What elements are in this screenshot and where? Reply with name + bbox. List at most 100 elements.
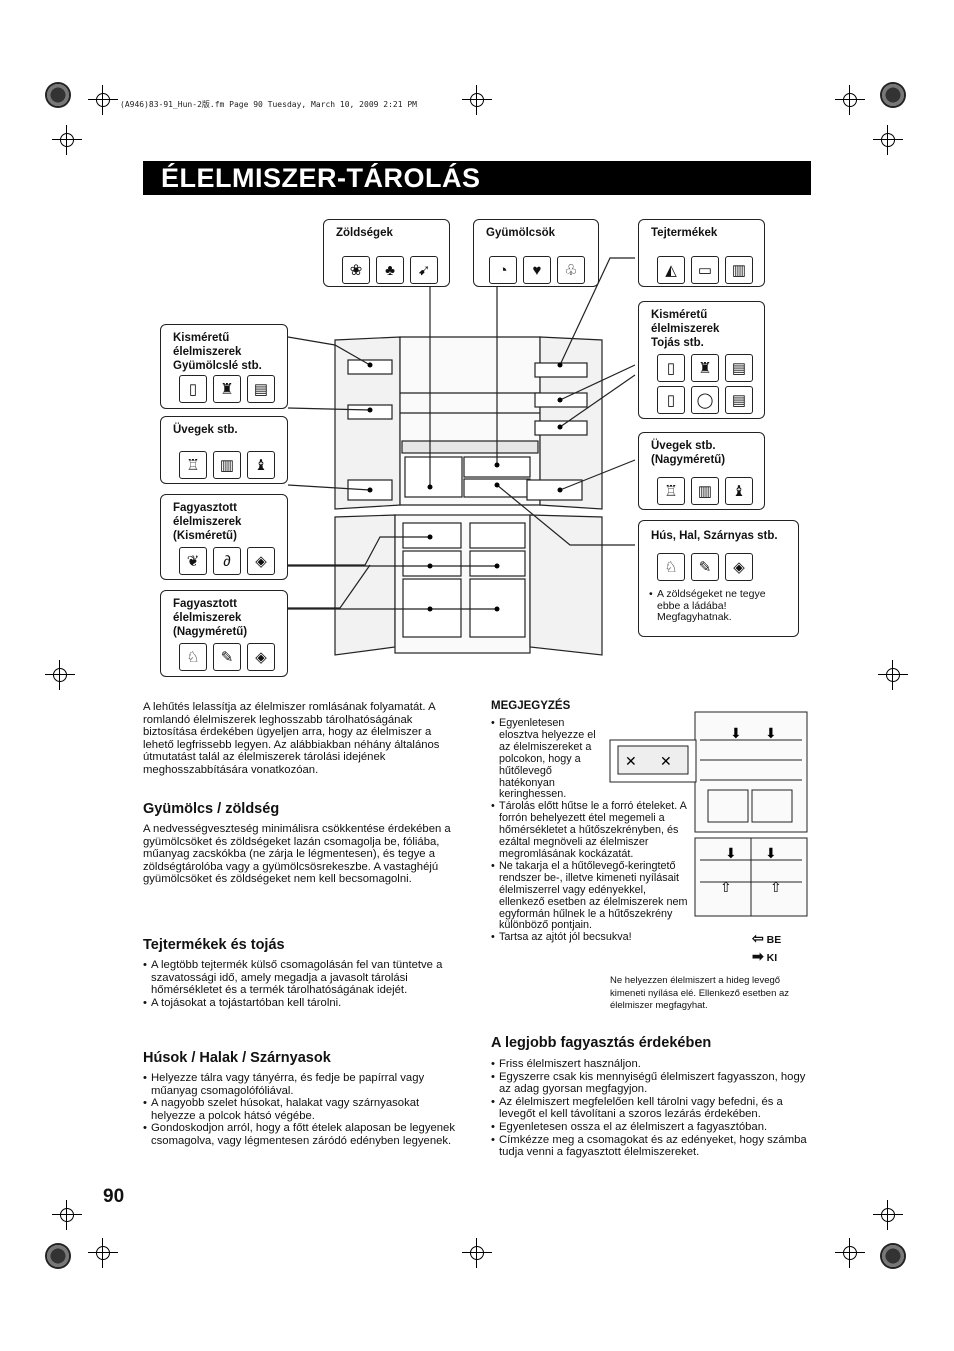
freezing-list: Friss élelmiszert használjon. Egyszerre … xyxy=(491,1058,811,1159)
meat-list: Helyezze tálra vagy tányérra, és fedje b… xyxy=(143,1072,461,1148)
jug-icon: ♖ xyxy=(179,451,207,479)
crosshair-icon xyxy=(52,1200,82,1230)
cheese-icon: ◭ xyxy=(657,256,685,284)
list-item: Egyenletesen elosztva helyezze el az éle… xyxy=(491,717,599,801)
page-title: ÉLELMISZER-TÁROLÁS xyxy=(161,163,481,193)
svg-text:⬇: ⬇ xyxy=(765,726,777,742)
list-item: A nagyobb szelet húsokat, halakat vagy s… xyxy=(143,1097,461,1122)
cherry-icon: ♧ xyxy=(557,256,585,284)
carton-icon: ▤ xyxy=(725,386,753,414)
bottle-icon: ♜ xyxy=(691,354,719,382)
note-list: Egyenletesen elosztva helyezze el az éle… xyxy=(491,717,694,944)
crosshair-icon xyxy=(873,1200,903,1230)
fish-icon: ◈ xyxy=(725,553,753,581)
svg-text:⬇: ⬇ xyxy=(730,726,742,742)
arrow-in-icon: ⇦ xyxy=(752,930,764,946)
dairy-list: A legtöbb tejtermék külső csomagolásán f… xyxy=(143,959,461,1009)
list-item: Ne takarja el a hűtőlevegő-keringtető re… xyxy=(491,860,694,932)
wine-bottle-icon: ♝ xyxy=(725,477,753,505)
arrow-out-icon: ➡ xyxy=(752,948,764,964)
label-meat: Hús, Hal, Szárnyas stb. ♘ ✎ ◈ •A zöldség… xyxy=(638,520,799,637)
registration-mark-icon xyxy=(880,82,906,108)
page-title-bar: ÉLELMISZER-TÁROLÁS xyxy=(143,161,811,195)
egg-icon: ◯ xyxy=(691,386,719,414)
crosshair-icon xyxy=(462,1238,492,1268)
svg-text:⇧: ⇧ xyxy=(770,880,782,896)
list-item: Friss élelmiszert használjon. xyxy=(491,1058,811,1071)
file-header: (A946)83-91_Hun-2版.fm Page 90 Tuesday, M… xyxy=(120,100,417,109)
can-icon: ▯ xyxy=(657,354,685,382)
orange-slice-icon: ◔ xyxy=(489,256,517,284)
crosshair-icon xyxy=(835,1238,865,1268)
crosshair-icon xyxy=(52,125,82,155)
svg-text:⬇: ⬇ xyxy=(765,846,777,862)
label-frozen-large: Fagyasztott élelmiszerek (Nagyméretű) ♘ … xyxy=(160,590,288,677)
milk-carton-icon: ▥ xyxy=(725,256,753,284)
freezing-heading: A legjobb fagyasztás érdekében xyxy=(491,1035,712,1051)
strawberry-icon: ♥ xyxy=(523,256,551,284)
airflow-caption: Ne helyezzen élelmiszert a hideg levegő … xyxy=(610,975,790,1011)
list-item: Tartsa az ajtót jól becsukva! xyxy=(491,931,694,944)
label-bottles-left: Üvegek stb. ♖ ▥ ♝ xyxy=(160,416,288,484)
registration-mark-icon xyxy=(880,1243,906,1269)
fish-icon: ◈ xyxy=(247,547,275,575)
meat-cut-icon: ✎ xyxy=(691,553,719,581)
carton-icon: ▤ xyxy=(725,354,753,382)
can-icon: ▯ xyxy=(179,375,207,403)
crosshair-icon xyxy=(835,85,865,115)
airflow-legend: ⇦ BE ➡ KI xyxy=(752,930,782,964)
list-item: A tojásokat a tojástartóban kell tárolni… xyxy=(143,997,461,1010)
carrot-icon: ➹ xyxy=(410,256,438,284)
list-item: Az élelmiszert megfelelően kell tárolni … xyxy=(491,1096,811,1121)
list-item: A legtöbb tejtermék külső csomagolásán f… xyxy=(143,959,461,997)
label-small-left: Kisméretű élelmiszerek Gyümölcslé stb. ▯… xyxy=(160,324,288,409)
milk-carton-icon: ▥ xyxy=(213,451,241,479)
broccoli-icon: ❀ xyxy=(342,256,370,284)
bottle-icon: ♜ xyxy=(213,375,241,403)
meat-cut-icon: ✎ xyxy=(213,643,241,671)
label-vegetables: Zöldségek ❀ ♣ ➹ xyxy=(323,219,450,287)
meat-note: •A zöldségeket ne tegye ebbe a ládába! M… xyxy=(649,588,766,623)
fridge-diagram xyxy=(287,257,636,656)
note-heading: MEGJEGYZÉS xyxy=(491,700,571,712)
registration-mark-icon xyxy=(45,82,71,108)
list-item: Címkézze meg a csomagokat és az edényeke… xyxy=(491,1134,811,1159)
label-frozen-small: Fagyasztott élelmiszerek (Kisméretű) ❦ ∂… xyxy=(160,494,288,580)
wine-bottle-icon: ♝ xyxy=(247,451,275,479)
label-dairy: Tejtermékek ◭ ▭ ▥ xyxy=(638,219,765,287)
airflow-diagram: ✕ ✕ ⬇ ⬇ ⬇ ⬇ ⇧ ⇧ xyxy=(609,711,808,917)
dairy-heading: Tejtermékek és tojás xyxy=(143,937,285,953)
carton-icon: ▤ xyxy=(247,375,275,403)
label-bottles-right: Üvegek stb. (Nagyméretű) ♖ ▥ ♝ xyxy=(638,432,765,510)
drumstick-icon: ❦ xyxy=(179,547,207,575)
svg-text:✕: ✕ xyxy=(660,754,672,770)
page-number: 90 xyxy=(103,1186,125,1207)
fruit-heading: Gyümölcs / zöldség xyxy=(143,801,280,817)
label-fruits: Gyümölcsök ◔ ♥ ♧ xyxy=(473,219,599,287)
svg-text:⇧: ⇧ xyxy=(720,880,732,896)
chicken-icon: ♘ xyxy=(657,553,685,581)
butter-icon: ▭ xyxy=(691,256,719,284)
can-icon: ▯ xyxy=(657,386,685,414)
svg-text:⬇: ⬇ xyxy=(725,846,737,862)
crosshair-icon xyxy=(462,85,492,115)
crosshair-icon xyxy=(45,660,75,690)
svg-text:✕: ✕ xyxy=(625,754,637,770)
list-item: Egyszerre csak kis mennyiségű élelmiszer… xyxy=(491,1071,811,1096)
list-item: Helyezze tálra vagy tányérra, és fedje b… xyxy=(143,1072,461,1097)
shrimp-icon: ∂ xyxy=(213,547,241,575)
crosshair-icon xyxy=(88,1238,118,1268)
list-item: Egyenletesen ossza el az élelmiszert a f… xyxy=(491,1121,811,1134)
list-item: Gondoskodjon arról, hogy a főtt ételek a… xyxy=(143,1122,461,1147)
fruit-text: A nedvességveszteség minimálisra csökken… xyxy=(143,823,451,886)
fish-icon: ◈ xyxy=(247,643,275,671)
intro-paragraph: A lehűtés lelassítja az élelmiszer romlá… xyxy=(143,701,440,776)
list-item: Tárolás előtt hűtse le a forró ételeket.… xyxy=(491,800,694,861)
chicken-icon: ♘ xyxy=(179,643,207,671)
milk-carton-icon: ▥ xyxy=(691,477,719,505)
crosshair-icon xyxy=(873,125,903,155)
crosshair-icon xyxy=(878,660,908,690)
meat-heading: Húsok / Halak / Szárnyasok xyxy=(143,1050,331,1066)
registration-mark-icon xyxy=(45,1243,71,1269)
jug-icon: ♖ xyxy=(657,477,685,505)
